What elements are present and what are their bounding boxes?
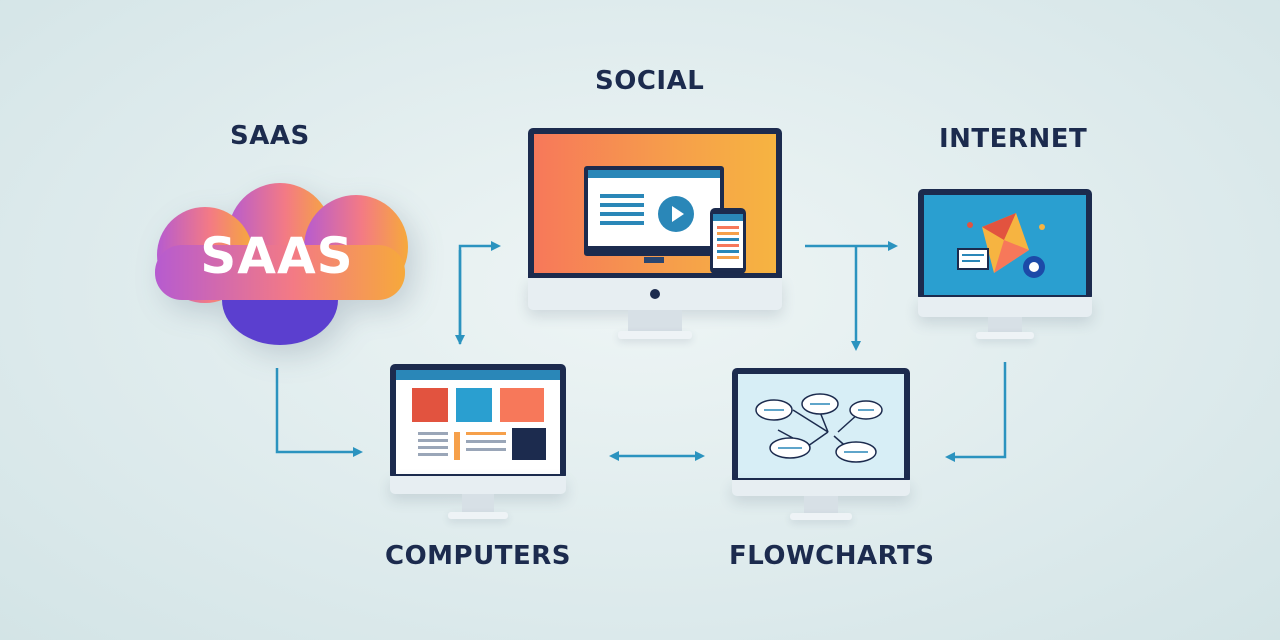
monitor-flowcharts [732,368,910,524]
play-icon [658,196,694,232]
label-saas: SAAS [230,121,310,151]
flowchart-screen [738,374,904,478]
label-computers: COMPUTERS [385,541,571,571]
inner-monitor [584,166,724,263]
tile-blue [456,388,492,422]
label-internet: INTERNET [939,124,1088,154]
arrow-computers-to-social [458,241,501,344]
social-screen [534,134,776,274]
tile-orange [500,388,544,422]
computers-screen [396,370,560,474]
tile-red [412,388,448,422]
label-flowcharts: FLOWCHARTS [729,541,935,571]
phone-icon [710,208,746,274]
arrow-saas-to-computers [275,368,363,457]
monitor-computers [390,364,566,522]
power-button-icon [650,289,660,299]
monitor-internet [918,189,1092,341]
network-graphic [957,213,1045,278]
internet-screen [924,195,1086,295]
cloud-text: SAAS [200,227,354,285]
label-social: SOCIAL [595,66,705,96]
saas-cloud: SAAS [150,175,410,350]
cloud-icon [155,183,408,345]
arrow-internet-to-flowcharts [945,362,1007,462]
tile-dark [512,428,546,460]
flowchart-graphic [755,393,883,463]
monitor-social [528,128,782,340]
